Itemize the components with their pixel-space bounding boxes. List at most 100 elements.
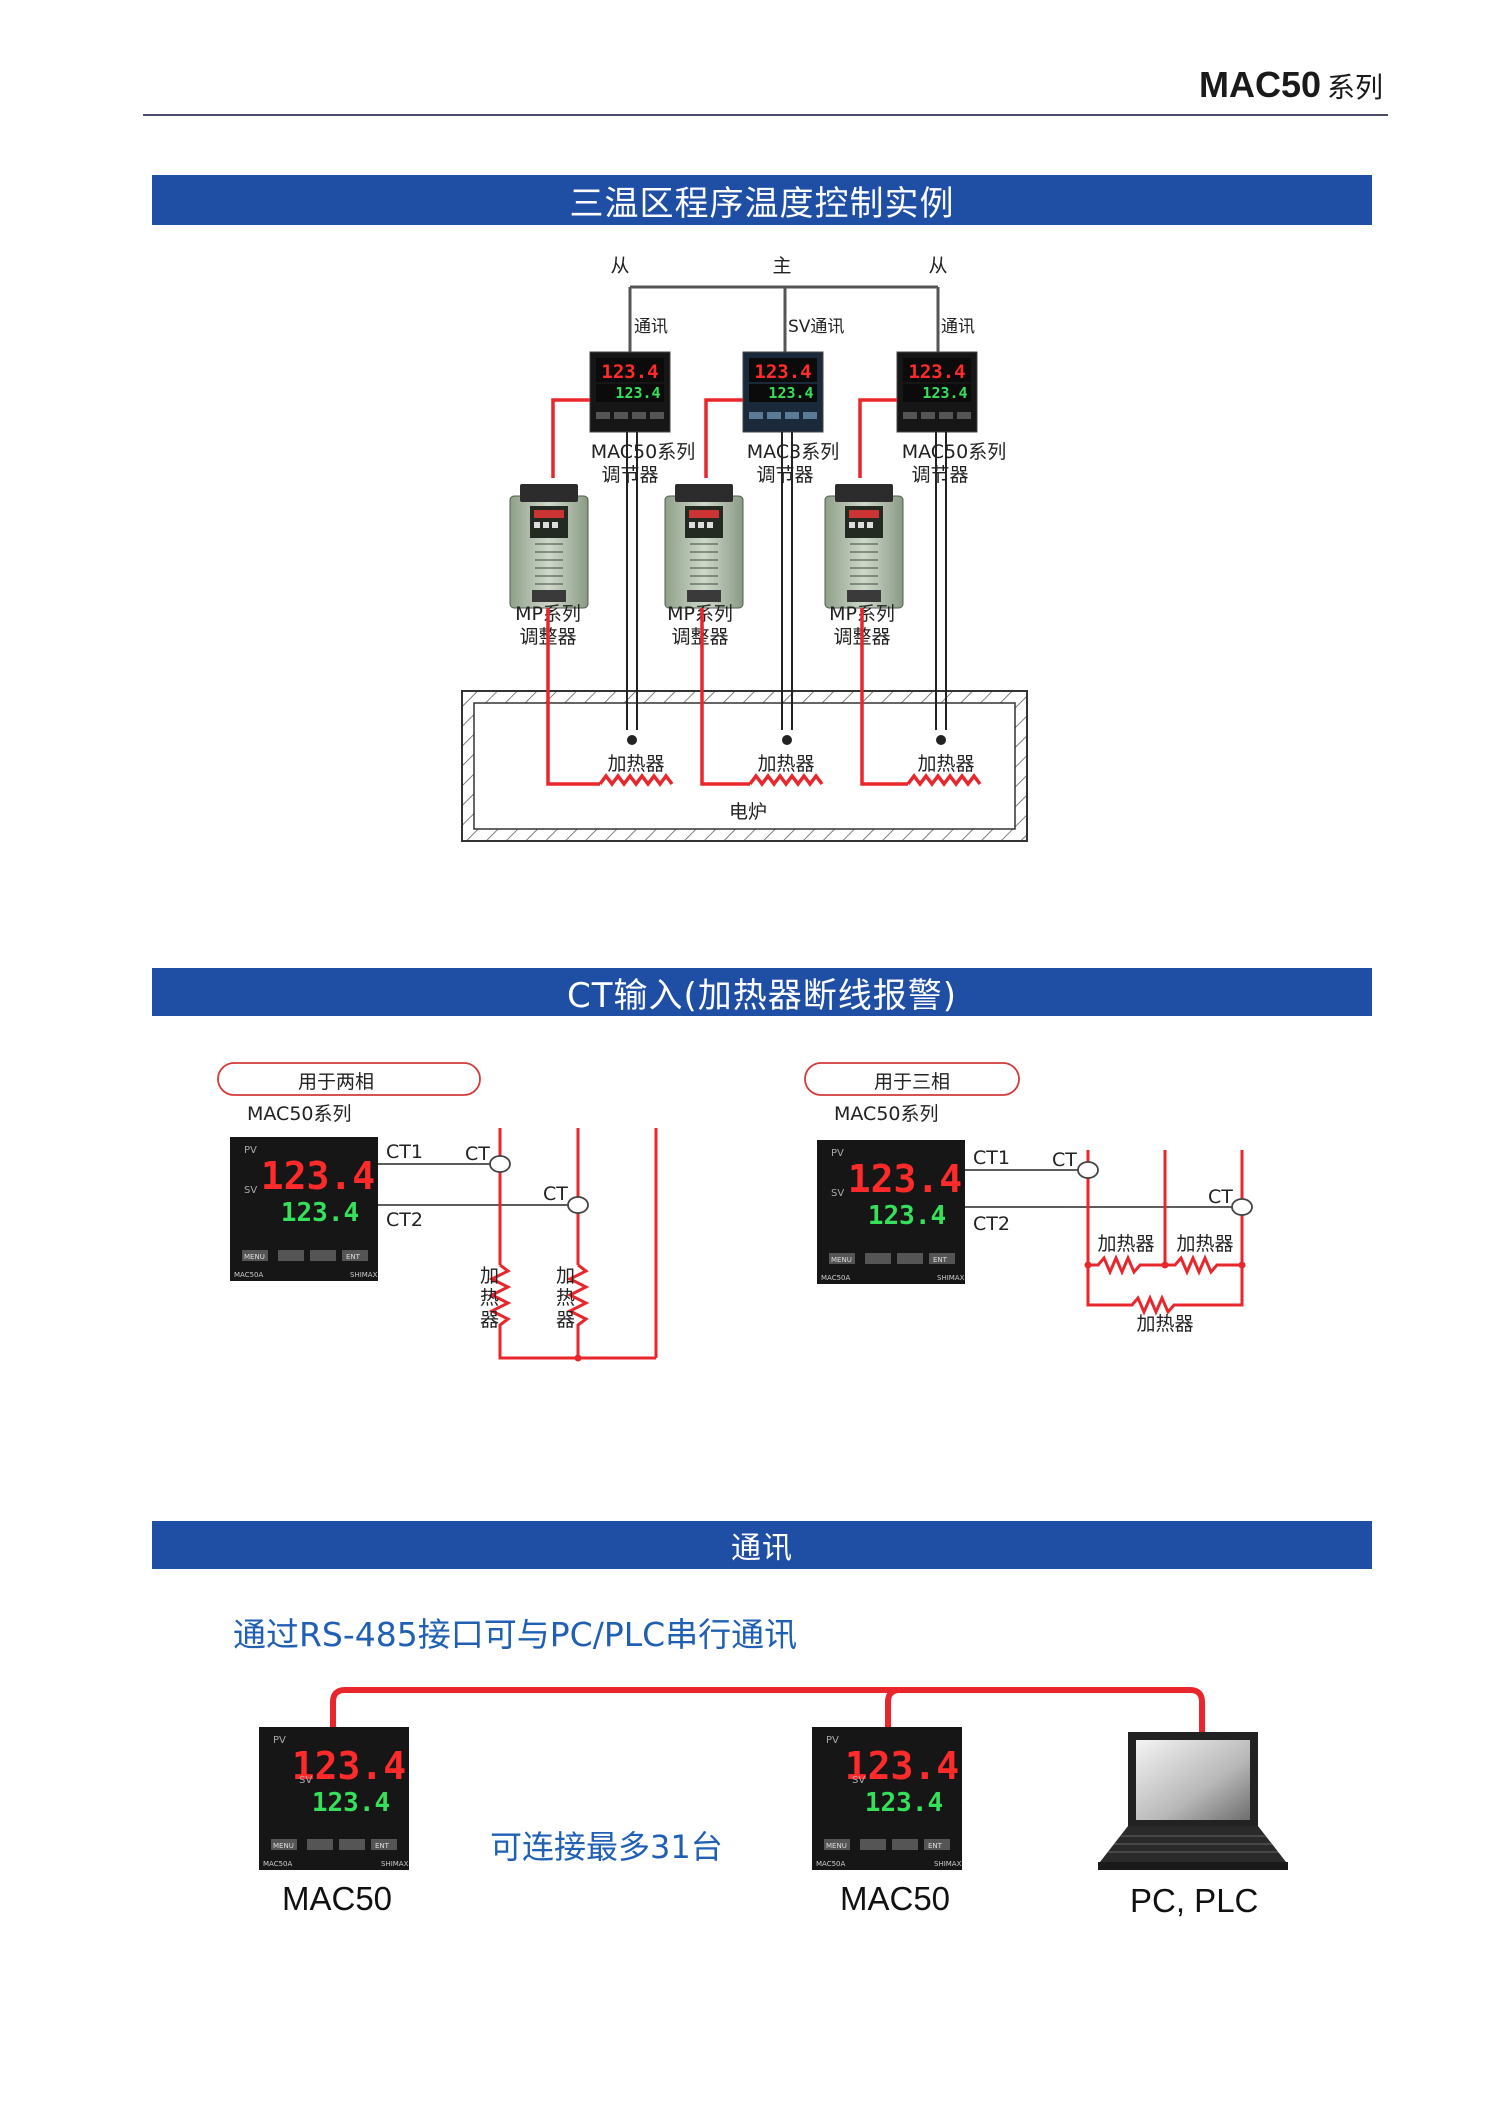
furnace-interior — [473, 702, 1016, 830]
svg-text:123.4: 123.4 — [868, 1201, 946, 1231]
svg-text:123.4: 123.4 — [865, 1788, 943, 1818]
svg-text:123.4: 123.4 — [768, 384, 813, 402]
svg-text:PV: PV — [826, 1735, 839, 1746]
heater-vertical-1c: 器 — [480, 1309, 499, 1331]
ct-controller-left: PV 123.4 SV 123.4 MENU ENT MAC50A SHIMAX — [230, 1137, 378, 1281]
svg-text:SV: SV — [299, 1775, 312, 1786]
svg-text:SV: SV — [852, 1775, 865, 1786]
three-phase-tag-outline — [804, 1062, 1020, 1096]
section-bar-program-control: 三温区程序温度控制实例 — [152, 175, 1372, 225]
slave-left-label: 从 — [610, 255, 629, 277]
heater-vertical-1b: 热 — [480, 1287, 499, 1309]
header-rule — [143, 114, 1388, 116]
three-zone-diagram: 从 主 从 通讯 SV通讯 通讯 123.4 123.4 123.4 123.4… — [461, 255, 1028, 842]
svg-text:123.4: 123.4 — [908, 361, 965, 383]
heater-3p-1: 加热器 — [1097, 1233, 1154, 1255]
controller-left: 123.4 123.4 — [589, 351, 671, 433]
svg-text:SV: SV — [831, 1188, 844, 1199]
pc-label: PC, PLC — [1130, 1882, 1259, 1919]
mp2-type: 调整器 — [671, 626, 728, 648]
heater-label-2: 加热器 — [757, 753, 814, 775]
max-connect-label: 可连接最多31台 — [490, 1828, 723, 1866]
svg-text:PV: PV — [831, 1148, 844, 1159]
heater-label-1: 加热器 — [607, 753, 664, 775]
heater-label-3: 加热器 — [917, 753, 974, 775]
heater-vertical-2c: 器 — [556, 1309, 575, 1331]
heater-vertical-1a: 加 — [480, 1265, 499, 1287]
laptop-icon — [1098, 1732, 1288, 1870]
svg-text:ENT: ENT — [346, 1253, 361, 1261]
ct2-right: CT2 — [973, 1213, 1010, 1235]
ct-input-diagram: 用于两相 用于三相 MAC50系列 MAC50系列 PV 123.4 SV 12… — [217, 1062, 1253, 1362]
red-control-wires — [546, 398, 982, 787]
svg-text:SHIMAX: SHIMAX — [934, 1860, 962, 1868]
svg-text:MAC50A: MAC50A — [816, 1860, 846, 1868]
mp-unit-2 — [664, 483, 744, 609]
rs485-bus-wire — [330, 1687, 1205, 1735]
ctrl-right-model: MAC50系列 — [902, 441, 1007, 463]
ct-b-left: CT — [543, 1183, 568, 1205]
ctrl-left-type: 调节器 — [601, 464, 658, 486]
rs485-controller-2: PV 123.4 SV 123.4 MENU ENT MAC50A SHIMAX — [812, 1727, 962, 1870]
svg-text:123.4: 123.4 — [615, 384, 660, 402]
header-model: MAC50 — [1198, 64, 1321, 105]
mp-unit-3 — [824, 483, 904, 609]
rs485-controller-1: PV 123.4 SV 123.4 MENU ENT MAC50A SHIMAX — [259, 1727, 409, 1870]
heater-3p-2: 加热器 — [1176, 1233, 1233, 1255]
device1-label: MAC50 — [282, 1880, 393, 1917]
three-phase-tag: 用于三相 — [874, 1071, 950, 1093]
ct2-left: CT2 — [386, 1209, 423, 1231]
svg-text:ENT: ENT — [928, 1842, 943, 1850]
section-bar-communication: 通讯 — [152, 1521, 1372, 1569]
header-series: 系列 — [1326, 72, 1383, 103]
series-label-left: MAC50系列 — [247, 1103, 352, 1125]
rs485-subtitle: 通过RS-485接口可与PC/PLC串行通讯 — [233, 1615, 798, 1654]
comm-lines — [628, 285, 940, 352]
svg-text:MAC50A: MAC50A — [821, 1274, 851, 1282]
svg-text:SV: SV — [244, 1185, 257, 1196]
svg-text:123.4: 123.4 — [312, 1788, 390, 1818]
svg-text:ENT: ENT — [375, 1842, 390, 1850]
furnace-label: 电炉 — [729, 801, 767, 823]
section-bar-ct-input: CT输入(加热器断线报警) — [152, 968, 1372, 1016]
controller-right: 123.4 123.4 — [896, 351, 978, 433]
svg-text:123.4: 123.4 — [922, 384, 967, 402]
series-label-right: MAC50系列 — [834, 1103, 939, 1125]
mp-unit-1 — [509, 483, 589, 609]
svg-text:123.4: 123.4 — [601, 361, 658, 383]
slave-right-label: 从 — [928, 255, 947, 277]
ctrl-right-type: 调节器 — [911, 464, 968, 486]
ct1-left: CT1 — [386, 1141, 423, 1163]
svg-text:SHIMAX: SHIMAX — [937, 1274, 965, 1282]
svg-text:SHIMAX: SHIMAX — [381, 1860, 409, 1868]
svg-text:123.4: 123.4 — [754, 361, 811, 383]
svg-text:MENU: MENU — [244, 1253, 265, 1261]
svg-text:MENU: MENU — [826, 1842, 847, 1850]
heater-vertical-2a: 加 — [556, 1265, 575, 1287]
svg-text:PV: PV — [273, 1735, 286, 1746]
mp2-model: MP系列 — [667, 603, 733, 625]
ct-b-right: CT — [1208, 1186, 1233, 1208]
ctrl-left-model: MAC50系列 — [591, 441, 696, 463]
svg-text:ENT: ENT — [933, 1256, 948, 1264]
svg-text:SHIMAX: SHIMAX — [350, 1271, 378, 1279]
svg-text:123.4: 123.4 — [261, 1154, 375, 1198]
ct1-right: CT1 — [973, 1147, 1010, 1169]
ct-controller-right: PV 123.4 SV 123.4 MENU ENT MAC50A SHIMAX — [817, 1140, 965, 1284]
ct-a-left: CT — [465, 1143, 490, 1165]
heater-3p-3: 加热器 — [1136, 1313, 1193, 1335]
rs485-diagram: PV 123.4 SV 123.4 MENU ENT MAC50A SHIMAX… — [259, 1687, 1288, 1870]
svg-text:MAC50A: MAC50A — [263, 1860, 293, 1868]
two-phase-tag-outline — [217, 1062, 481, 1096]
comm-center-label: SV通讯 — [788, 317, 844, 337]
svg-text:123.4: 123.4 — [848, 1157, 962, 1201]
two-phase-tag: 用于两相 — [298, 1071, 374, 1093]
controller-center: 123.4 123.4 — [742, 351, 824, 433]
thermocouple-probes — [626, 432, 947, 730]
ctrl-center-type: 调节器 — [756, 464, 813, 486]
svg-text:PV: PV — [244, 1145, 257, 1156]
svg-text:123.4: 123.4 — [845, 1744, 959, 1788]
svg-text:MENU: MENU — [273, 1842, 294, 1850]
